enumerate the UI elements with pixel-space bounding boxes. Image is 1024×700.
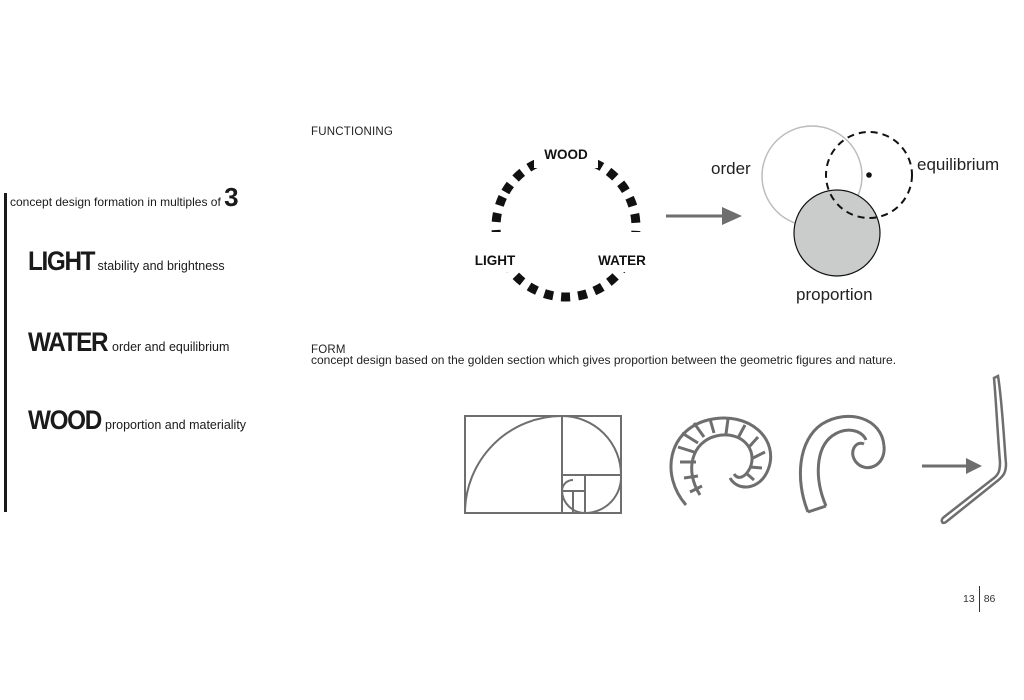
venn-center-dot — [866, 172, 872, 178]
intro-line: concept design formation in multiples of… — [10, 182, 239, 213]
concept-keyword: LIGHT — [28, 246, 95, 276]
page-number: 13 86 — [963, 586, 995, 612]
concept-description: proportion and materiality — [105, 418, 247, 432]
concept-keyword: WOOD — [28, 405, 102, 435]
total-pages: 86 — [983, 592, 996, 605]
arrow-right-icon — [922, 458, 982, 474]
ring-gap-right — [594, 232, 656, 272]
venn-circle-proportion — [793, 189, 881, 277]
form-heading: FORM — [311, 344, 346, 356]
bent-chair-profile-icon — [940, 374, 1008, 525]
ring-label-water: WATER — [598, 253, 646, 268]
form-description: concept design based on the golden secti… — [311, 353, 897, 367]
venn-label-order: order — [711, 159, 751, 178]
ring-label-wood: WOOD — [544, 147, 588, 162]
arrow-right-icon — [666, 207, 742, 225]
concept-description: stability and brightness — [97, 259, 225, 273]
current-page: 13 — [963, 592, 975, 605]
dashed-ring — [491, 152, 641, 302]
vertical-rule — [4, 193, 7, 512]
ring-gap-left — [468, 232, 528, 272]
page-separator — [978, 586, 980, 612]
concept-keyword: WATER — [28, 327, 109, 357]
functioning-heading: FUNCTIONING — [311, 126, 394, 138]
ring-label-light: LIGHT — [475, 253, 516, 268]
concept-description: order and equilibrium — [112, 340, 230, 354]
spiral-staircase-icon — [669, 416, 773, 506]
golden-rectangle-icon — [464, 414, 623, 515]
venn-circle-equilibrium — [825, 131, 913, 219]
curl-icon — [798, 414, 886, 514]
intro-number: 3 — [224, 182, 239, 212]
venn-label-proportion: proportion — [796, 285, 873, 304]
intro-text: concept design formation in multiples of — [10, 195, 221, 209]
ring-gap-top — [534, 140, 598, 168]
venn-label-equilibrium: equilibrium — [917, 155, 999, 174]
